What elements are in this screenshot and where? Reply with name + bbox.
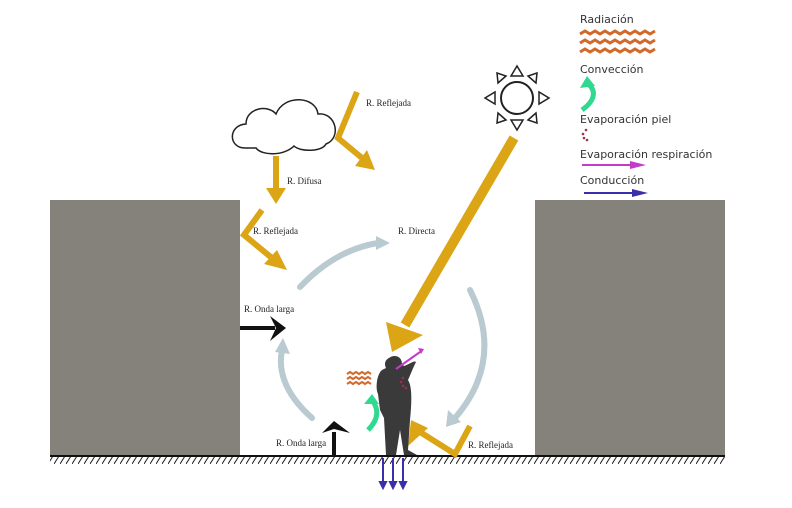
legend: Radiación Convección Evaporación piel Ev… [579, 13, 712, 197]
label-diffuse: R. Difusa [287, 176, 322, 186]
label-reflected-top: R. Reflejada [366, 98, 411, 108]
legend-conduction-icon [584, 189, 648, 197]
direct-radiation-arrow [386, 135, 519, 352]
person-silhouette [376, 356, 417, 455]
left-building [50, 200, 240, 456]
conduction-arrows-ground [378, 458, 408, 491]
convection-arrow-person [364, 394, 380, 432]
label-longwave-wall: R. Onda larga [244, 304, 294, 314]
skin-evaporation-dots [399, 376, 408, 390]
longwave-cycle-arc-top [297, 236, 390, 290]
legend-respiration-icon [582, 161, 646, 169]
label-reflected-wall: R. Reflejada [253, 226, 298, 236]
reflected-radiation-arrow-wall [239, 208, 287, 270]
reflected-radiation-arrow-ground [408, 420, 473, 459]
legend-convection-icon [580, 76, 596, 113]
longwave-arrow-ground [322, 421, 350, 456]
label-reflected-ground: R. Reflejada [468, 440, 513, 450]
legend-radiation-label: Radiación [580, 13, 634, 26]
legend-skin-evaporation-label: Evaporación piel [580, 113, 671, 126]
diffuse-radiation-arrow [266, 156, 286, 204]
legend-conduction-label: Conducción [580, 174, 644, 187]
legend-skin-evaporation-icon [581, 128, 589, 142]
legend-convection-label: Convección [580, 63, 644, 76]
right-building [535, 200, 725, 456]
longwave-arrow-wall [240, 316, 286, 341]
cloud-icon [231, 99, 336, 155]
respiration-evaporation-arrow [395, 348, 424, 370]
radiation-waves-person [346, 370, 372, 386]
ground-hatching [50, 457, 725, 464]
longwave-cycle-arc-right [446, 287, 488, 427]
label-longwave-ground: R. Onda larga [276, 438, 326, 448]
longwave-cycle-arc-left [275, 338, 315, 421]
legend-radiation-icon [579, 29, 656, 54]
sun-icon [483, 64, 551, 132]
reflected-radiation-arrow-top [334, 90, 375, 170]
label-direct: R. Directa [398, 226, 435, 236]
legend-respiration-evaporation-label: Evaporación respiración [580, 148, 712, 161]
